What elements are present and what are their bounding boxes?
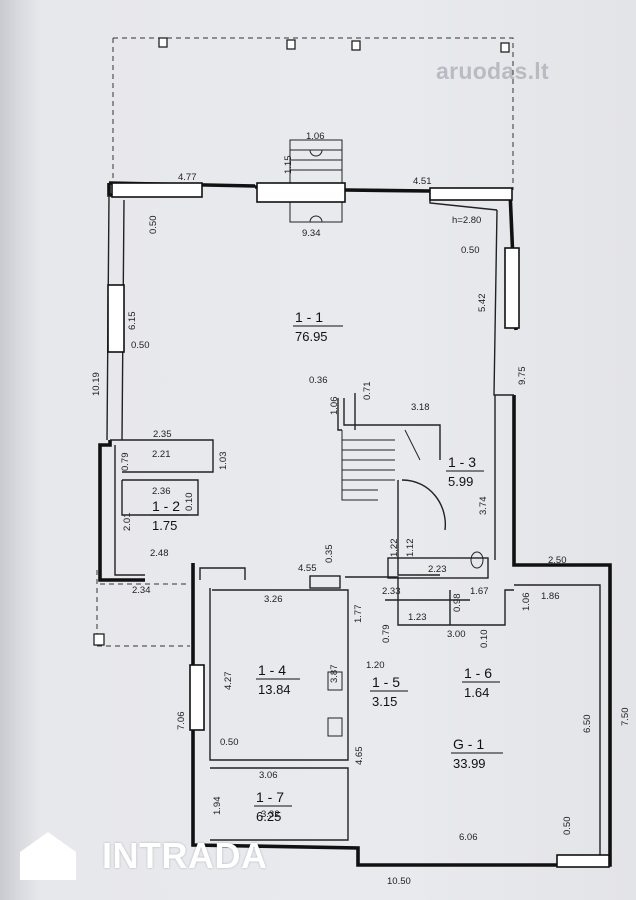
dimension-label: 0.71 xyxy=(362,382,373,401)
dimension-label: 1.86 xyxy=(541,591,560,602)
room-label: 1 - 3 5.99 xyxy=(446,454,484,489)
ceiling-height-label: h=2.80 xyxy=(452,215,481,226)
brand-logo: INTRADA xyxy=(18,830,267,882)
dimension-label: 4.27 xyxy=(223,672,234,691)
dimension-label: 4.77 xyxy=(178,172,197,183)
dimension-label: 2.33 xyxy=(382,586,401,597)
dimension-label: 1.06 xyxy=(521,593,532,612)
dimension-label: 3.00 xyxy=(447,629,466,640)
dimension-label: 2.23 xyxy=(428,564,447,575)
room-label: 1 - 4 13.84 xyxy=(256,662,300,697)
terrace-outline xyxy=(96,37,514,647)
dimension-label: 1.06 xyxy=(329,397,340,416)
dimension-label: 1.12 xyxy=(405,539,416,558)
dimension-label: 1.23 xyxy=(408,612,427,623)
dimension-label: 3.87 xyxy=(329,665,340,684)
room-id: 1 - 4 xyxy=(258,662,286,678)
dimension-label: 1.94 xyxy=(212,797,223,816)
room-label: 1 - 1 76.95 xyxy=(293,309,343,344)
house-icon xyxy=(20,832,76,880)
fixtures xyxy=(327,551,484,737)
dimension-label: 1.15 xyxy=(283,156,294,175)
dimension-label: 7.50 xyxy=(620,708,631,727)
dimension-label: 4.55 xyxy=(298,563,317,574)
dimension-label: 5.42 xyxy=(477,294,488,313)
dimension-label: 4.51 xyxy=(413,176,432,187)
dimension-label: 0.50 xyxy=(220,737,239,748)
room-id: 1 - 5 xyxy=(372,674,400,690)
room-area: 6.25 xyxy=(256,809,281,824)
room-id: 1 - 6 xyxy=(464,665,492,681)
dimension-labels: 1.06 1.15 4.77 4.51 9.34 0.50 0.50 5.42 6.15 0.50… xyxy=(91,131,631,887)
room-label: 1 - 5 3.15 xyxy=(370,674,408,709)
dimension-label: 0.10 xyxy=(479,630,490,649)
dimension-label: 2.50 xyxy=(548,555,567,566)
room-label: 1 - 2 1.75 xyxy=(150,498,188,533)
room-id: 1 - 3 xyxy=(448,454,476,470)
room-label: G - 1 33.99 xyxy=(451,736,503,771)
dimension-label: 6.50 xyxy=(582,715,593,734)
dimension-label: 0.50 xyxy=(562,817,573,836)
room-id: G - 1 xyxy=(453,736,484,752)
room-label: 1 - 6 1.64 xyxy=(462,665,500,700)
dimension-label: 0.10 xyxy=(184,493,195,512)
dimension-label: 1.20 xyxy=(366,660,385,671)
dimension-label: 1.03 xyxy=(218,452,229,471)
windows xyxy=(107,182,610,868)
dimension-label: 3.26 xyxy=(264,594,283,605)
dimension-label: 3.74 xyxy=(478,497,489,516)
dimension-label: 10.50 xyxy=(387,876,411,887)
staircase xyxy=(341,429,421,501)
terrace-posts xyxy=(93,37,510,646)
dimension-label: 2.36 xyxy=(152,486,171,497)
dimension-label: 2.01 xyxy=(122,513,133,532)
dimension-label: 7.06 xyxy=(176,712,187,731)
room-label: 1 - 7 6.25 xyxy=(254,789,292,824)
dimension-label: 2.34 xyxy=(132,585,151,596)
dimension-label: 0.36 xyxy=(309,375,328,386)
room-area: 5.99 xyxy=(448,474,473,489)
room-area: 13.84 xyxy=(258,682,291,697)
dimension-label: 0.50 xyxy=(461,245,480,256)
dimension-label: 9.34 xyxy=(302,228,321,239)
room-id: 1 - 2 xyxy=(152,498,180,514)
dimension-label: 1.67 xyxy=(470,586,489,597)
room-area: 1.75 xyxy=(152,518,177,533)
dimension-label: 0.79 xyxy=(381,625,392,644)
room-area: 76.95 xyxy=(295,329,328,344)
dimension-label: 1.77 xyxy=(353,605,364,624)
dimension-label: 0.35 xyxy=(324,545,335,564)
room-area: 1.64 xyxy=(464,685,489,700)
dimension-label: 1.06 xyxy=(306,131,325,142)
dimension-label: 4.65 xyxy=(354,747,365,766)
room-id: 1 - 1 xyxy=(295,309,323,325)
entrance-steps xyxy=(289,139,343,223)
dimension-label: 2.21 xyxy=(152,449,171,460)
dimension-label: 6.15 xyxy=(127,312,138,331)
dimension-label: 0.50 xyxy=(131,340,150,351)
dimension-label: 0.79 xyxy=(120,453,131,472)
room-area: 33.99 xyxy=(453,756,486,771)
watermark-text: aruodas.lt xyxy=(436,58,549,84)
room-area: 3.15 xyxy=(372,694,397,709)
dimension-label: 9.75 xyxy=(517,367,528,386)
dimension-label: 0.98 xyxy=(452,594,463,613)
dimension-label: 3.32 xyxy=(261,809,280,820)
dimension-label: 3.06 xyxy=(259,770,278,781)
room-id: 1 - 7 xyxy=(256,789,284,805)
dimension-label: 1.22 xyxy=(389,539,400,558)
dimension-label: 2.48 xyxy=(150,548,169,559)
brand-name: INTRADA xyxy=(102,835,268,876)
dimension-label: 6.06 xyxy=(459,832,478,843)
dimension-label: 10.19 xyxy=(91,372,102,396)
dimension-label: 2.35 xyxy=(153,429,172,440)
dimension-label: 3.18 xyxy=(411,402,430,413)
aruodas-watermark: aruodas.lt xyxy=(436,58,549,85)
dimension-label: 0.50 xyxy=(148,216,159,235)
